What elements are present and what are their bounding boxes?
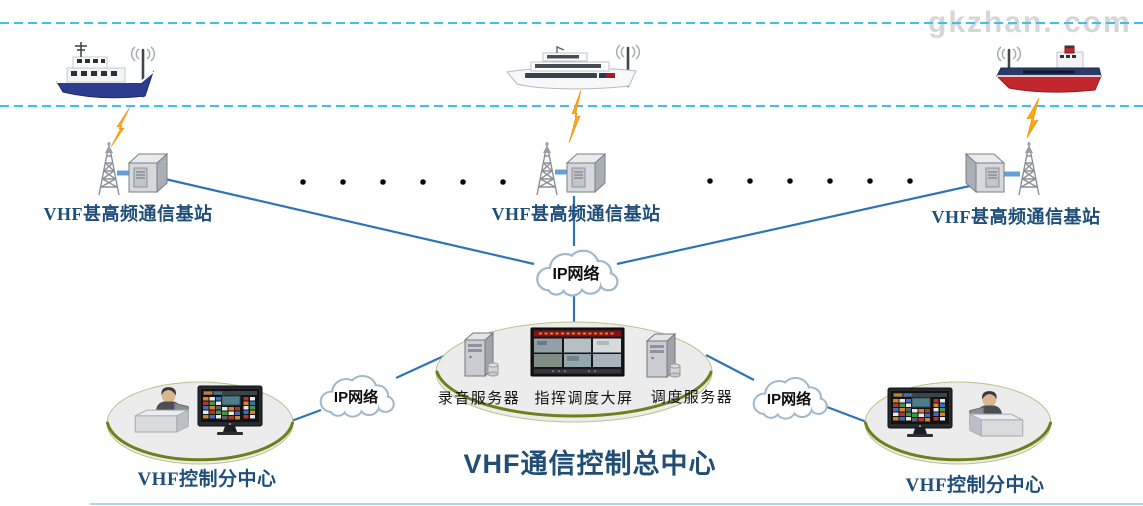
station-box-center — [566, 153, 606, 193]
antenna-tower-left — [98, 141, 120, 196]
station-box-left — [128, 153, 168, 193]
antenna-tower-right — [1018, 141, 1040, 196]
video-wall-label: 指挥调度大屏 — [534, 391, 634, 407]
antenna-tower-center — [536, 141, 558, 196]
station-label-left: VHF甚高频通信基站 — [43, 204, 213, 224]
station-label-right: VHF甚高频通信基站 — [931, 207, 1101, 227]
subcenter-label-right: VHF控制分中心 — [905, 475, 1045, 496]
yacht — [506, 46, 637, 90]
recording-server — [464, 332, 499, 377]
patrol-boat — [56, 42, 155, 99]
lightning-left — [110, 106, 131, 148]
ip-cloud-label-center: IP网络 — [552, 266, 600, 283]
ip-cloud-label-left: IP网络 — [333, 389, 379, 406]
dispatch-server — [646, 333, 681, 378]
recording-server-label: 录音服务器 — [437, 391, 521, 407]
lightning-right — [1026, 97, 1040, 139]
lightning-center — [568, 89, 582, 144]
subcenter-label-left: VHF控制分中心 — [137, 469, 277, 490]
ellipsis-dots — [300, 178, 913, 185]
station-label-center: VHF甚高频通信基站 — [491, 204, 661, 224]
station-box-right — [965, 153, 1005, 193]
ip-cloud-label-right: IP网络 — [766, 391, 812, 408]
dispatch-server-label: 调度服务器 — [650, 390, 734, 406]
command-video-wall — [530, 327, 625, 377]
main-center-title: VHF通信控制总中心 — [463, 449, 717, 479]
cargo-ship — [995, 45, 1102, 93]
